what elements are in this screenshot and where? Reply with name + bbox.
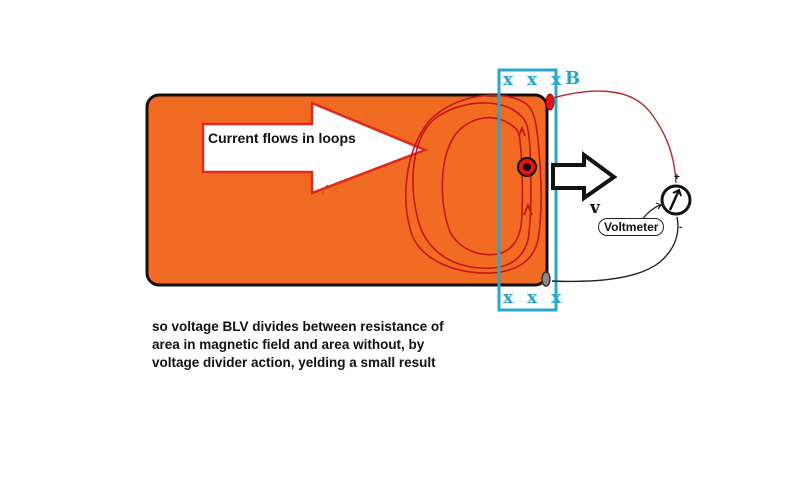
wire-bottom bbox=[551, 216, 679, 283]
caption-line: area in magnetic field and area without,… bbox=[152, 337, 425, 352]
velocity-label: v bbox=[590, 198, 600, 218]
caption-line: voltage divider action, yelding a small … bbox=[152, 355, 436, 370]
current-arrow-label: Current flows in loops bbox=[208, 130, 356, 146]
contact-bottom bbox=[541, 271, 551, 287]
voltmeter-minus: - bbox=[679, 222, 683, 233]
voltmeter-plus: + bbox=[674, 172, 680, 183]
field-symbol-bottom: x x x bbox=[503, 288, 566, 308]
dot-in-circle-icon bbox=[517, 157, 537, 177]
caption-line: so voltage BLV divides between resistanc… bbox=[152, 319, 444, 334]
wire-top bbox=[552, 90, 677, 184]
contact-top bbox=[545, 93, 555, 111]
voltmeter-label: Voltmeter bbox=[598, 218, 665, 236]
voltmeter-icon bbox=[660, 184, 692, 216]
plate-mark bbox=[322, 184, 329, 196]
field-label: B bbox=[565, 68, 581, 89]
caption: so voltage BLV divides between resistanc… bbox=[152, 318, 472, 372]
voltmeter-pointer-head bbox=[655, 202, 662, 210]
current-arrow bbox=[201, 101, 429, 195]
field-symbol-top: x x x bbox=[503, 70, 566, 90]
arrow-right-icon bbox=[551, 151, 618, 202]
eddy-current-loops bbox=[404, 94, 542, 274]
